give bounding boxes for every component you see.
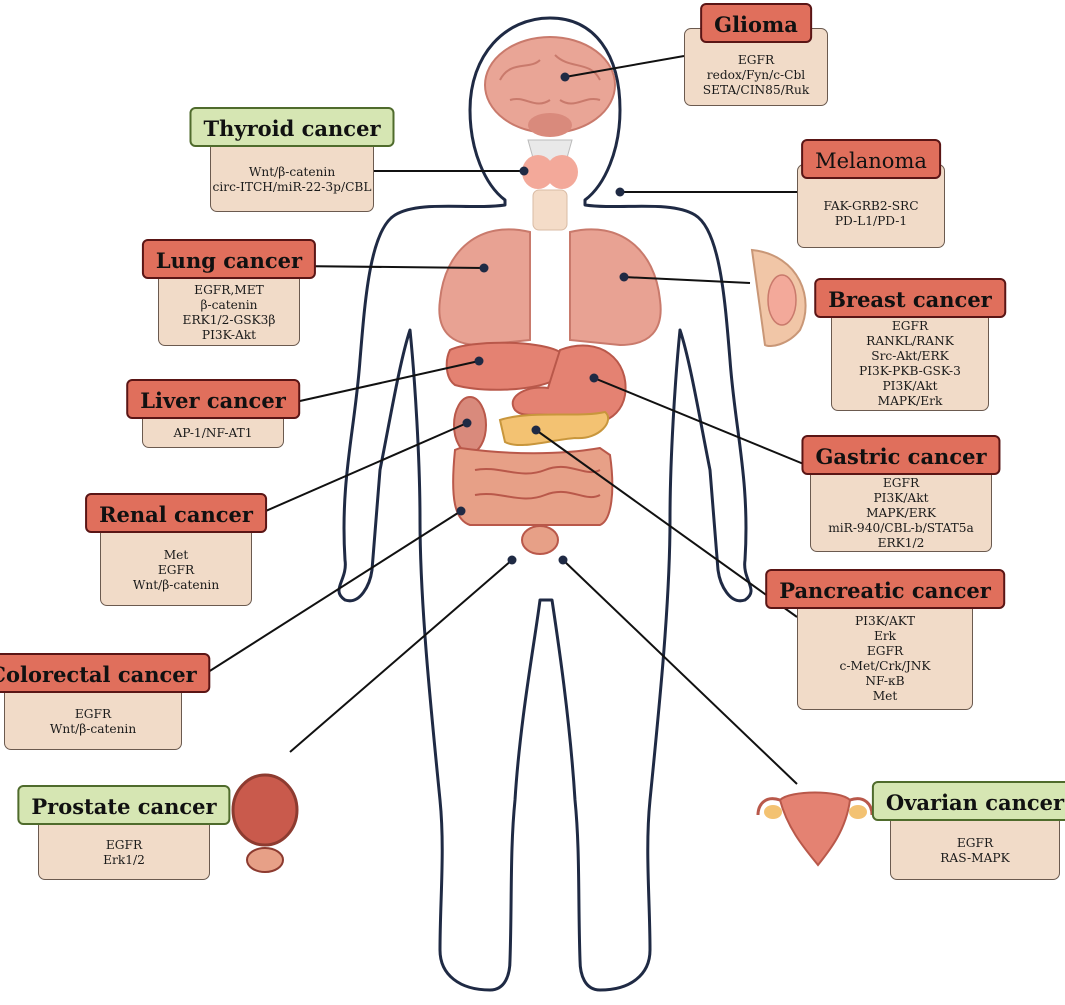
pathway-line: SETA/CIN85/Ruk bbox=[702, 82, 810, 97]
pathway-line: Erk bbox=[873, 629, 897, 643]
pathway-line: EGFR bbox=[956, 836, 994, 850]
connector-renal bbox=[251, 422, 468, 518]
pathway-line: EGFR bbox=[891, 319, 929, 333]
card-header-lung: Lung cancer bbox=[141, 239, 317, 279]
connector-glioma bbox=[564, 55, 685, 78]
card-header-ovarian: Ovarian cancer bbox=[871, 781, 1065, 821]
card-body-ovarian: EGFR RAS-MAPK bbox=[891, 823, 1059, 879]
pathway-line: EGFR bbox=[882, 475, 920, 490]
pathway-line: ERK1/2-GSK3β bbox=[182, 313, 276, 327]
card-header-melanoma: Melanoma bbox=[801, 139, 941, 179]
card-body-melanoma: FAK-GRB2-SRC PD-L1/PD-1 bbox=[798, 181, 944, 247]
card-colorectal: Colorectal cancer EGFR Wnt/β-catenin bbox=[0, 653, 211, 750]
pathway-line: EGFR bbox=[866, 644, 904, 658]
card-header-renal: Renal cancer bbox=[85, 493, 267, 533]
pathway-line: EGFR bbox=[157, 562, 195, 577]
card-header-thyroid: Thyroid cancer bbox=[189, 107, 395, 147]
pathway-line: EGFR bbox=[737, 52, 775, 67]
connector-liver bbox=[281, 360, 480, 406]
breast-illustration bbox=[750, 248, 807, 348]
card-lung: Lung cancer EGFR,MET β-catenin ERK1/2-GS… bbox=[141, 239, 317, 346]
card-body-pancreatic: PI3K/AKT Erk EGFR c-Met/Crk/JNK NF-κB Me… bbox=[798, 609, 972, 709]
connector-lines bbox=[182, 55, 829, 785]
connector-lung bbox=[291, 265, 485, 269]
connector-pancreatic bbox=[535, 429, 798, 618]
card-body-thyroid: Wnt/β-catenin circ-ITCH/miR-22-3p/CBL bbox=[211, 149, 373, 211]
pathway-line: redox/Fyn/c-Cbl bbox=[706, 67, 806, 82]
brain-illustration bbox=[484, 36, 616, 137]
pathway-line: PI3K/Akt bbox=[882, 379, 938, 393]
pathway-line: Wnt/β-catenin bbox=[49, 722, 137, 736]
pathway-line: PI3K/AKT bbox=[854, 614, 915, 628]
pancreas-illustration bbox=[498, 410, 610, 446]
card-thyroid: Thyroid cancer Wnt/β-catenin circ-ITCH/m… bbox=[189, 107, 395, 212]
pathway-line: EGFR bbox=[74, 707, 112, 721]
connector-gastric bbox=[593, 377, 829, 475]
pathway-line: RANKL/RANK bbox=[866, 334, 954, 348]
card-header-liver: Liver cancer bbox=[126, 379, 300, 419]
connector-colorectal bbox=[182, 510, 462, 689]
card-pancreatic: Pancreatic cancer PI3K/AKT Erk EGFR c-Me… bbox=[765, 569, 1005, 710]
pathway-line: PI3K-PKB-GSK-3 bbox=[859, 364, 961, 378]
card-gastric: Gastric cancer EGFR PI3K/Akt MAPK/ERK mi… bbox=[801, 435, 1001, 552]
card-ovarian: Ovarian cancer EGFR RAS-MAPK bbox=[871, 781, 1065, 880]
pathway-line: Erk1/2 bbox=[103, 853, 145, 867]
connector-breast bbox=[623, 276, 751, 284]
pathway-line: PI3K/Akt bbox=[873, 490, 929, 505]
prostate-illustration bbox=[231, 773, 299, 873]
card-header-prostate: Prostate cancer bbox=[17, 785, 231, 825]
card-body-colorectal: EGFR Wnt/β-catenin bbox=[5, 695, 181, 749]
pathway-line: EGFR,MET bbox=[194, 283, 264, 297]
pathway-line: PI3K-Akt bbox=[201, 328, 257, 342]
pathway-line: ERK1/2 bbox=[877, 535, 925, 550]
card-glioma: Glioma EGFR redox/Fyn/c-Cbl SETA/CIN85/R… bbox=[684, 3, 828, 106]
pathway-line: Src-Akt/ERK bbox=[871, 349, 949, 363]
pathway-line: NF-κB bbox=[865, 674, 905, 688]
intestines-illustration bbox=[452, 446, 614, 555]
card-header-breast: Breast cancer bbox=[814, 278, 1006, 318]
pathway-line: Met bbox=[163, 547, 189, 562]
card-header-pancreatic: Pancreatic cancer bbox=[765, 569, 1005, 609]
card-body-renal: Met EGFR Wnt/β-catenin bbox=[101, 535, 251, 605]
anchor-dots bbox=[456, 72, 629, 565]
card-breast: Breast cancer EGFR RANKL/RANK Src-Akt/ER… bbox=[814, 278, 1006, 411]
card-renal: Renal cancer Met EGFR Wnt/β-catenin bbox=[85, 493, 267, 606]
pathway-line: PD-L1/PD-1 bbox=[834, 214, 908, 228]
card-body-glioma: EGFR redox/Fyn/c-Cbl SETA/CIN85/Ruk bbox=[685, 45, 827, 105]
card-body-liver: AP-1/NF-AT1 bbox=[143, 419, 283, 447]
pathway-line: MAPK/ERK bbox=[866, 505, 936, 520]
thyroid-illustration bbox=[522, 139, 578, 231]
connector-prostate bbox=[289, 559, 513, 753]
card-header-glioma: Glioma bbox=[700, 3, 812, 43]
card-body-breast: EGFR RANKL/RANK Src-Akt/ERK PI3K-PKB-GSK… bbox=[832, 318, 988, 410]
liver-illustration bbox=[445, 341, 562, 391]
pathway-line: AP-1/NF-AT1 bbox=[173, 425, 253, 440]
body-outline bbox=[337, 16, 753, 992]
pathway-line: RAS-MAPK bbox=[940, 851, 1010, 865]
lungs-illustration bbox=[438, 228, 662, 347]
pathway-line: Met bbox=[872, 689, 898, 703]
connector-ovarian bbox=[562, 559, 798, 785]
pathway-line: FAK-GRB2-SRC bbox=[823, 199, 919, 213]
pathway-line: Wnt/β-catenin bbox=[248, 165, 336, 179]
card-header-colorectal: Colorectal cancer bbox=[0, 653, 211, 693]
pathway-line: miR-940/CBL-b/STAT5a bbox=[828, 520, 974, 535]
card-body-lung: EGFR,MET β-catenin ERK1/2-GSK3β PI3K-Akt bbox=[159, 281, 299, 345]
card-liver: Liver cancer AP-1/NF-AT1 bbox=[126, 379, 300, 448]
card-melanoma: Melanoma FAK-GRB2-SRC PD-L1/PD-1 bbox=[797, 139, 945, 248]
uterus-illustration bbox=[756, 791, 874, 867]
pathway-line: EGFR bbox=[105, 838, 143, 852]
card-prostate: Prostate cancer EGFR Erk1/2 bbox=[17, 785, 231, 880]
pathway-line: c-Met/Crk/JNK bbox=[839, 659, 931, 673]
card-body-prostate: EGFR Erk1/2 bbox=[39, 827, 209, 879]
card-header-gastric: Gastric cancer bbox=[801, 435, 1001, 475]
pathway-line: MAPK/Erk bbox=[877, 394, 943, 408]
pathway-line: Wnt/β-catenin bbox=[132, 577, 220, 592]
card-body-gastric: EGFR PI3K/Akt MAPK/ERK miR-940/CBL-b/STA… bbox=[811, 475, 991, 551]
pathway-line: β-catenin bbox=[200, 298, 258, 312]
pathway-line: circ-ITCH/miR-22-3p/CBL bbox=[212, 180, 372, 194]
